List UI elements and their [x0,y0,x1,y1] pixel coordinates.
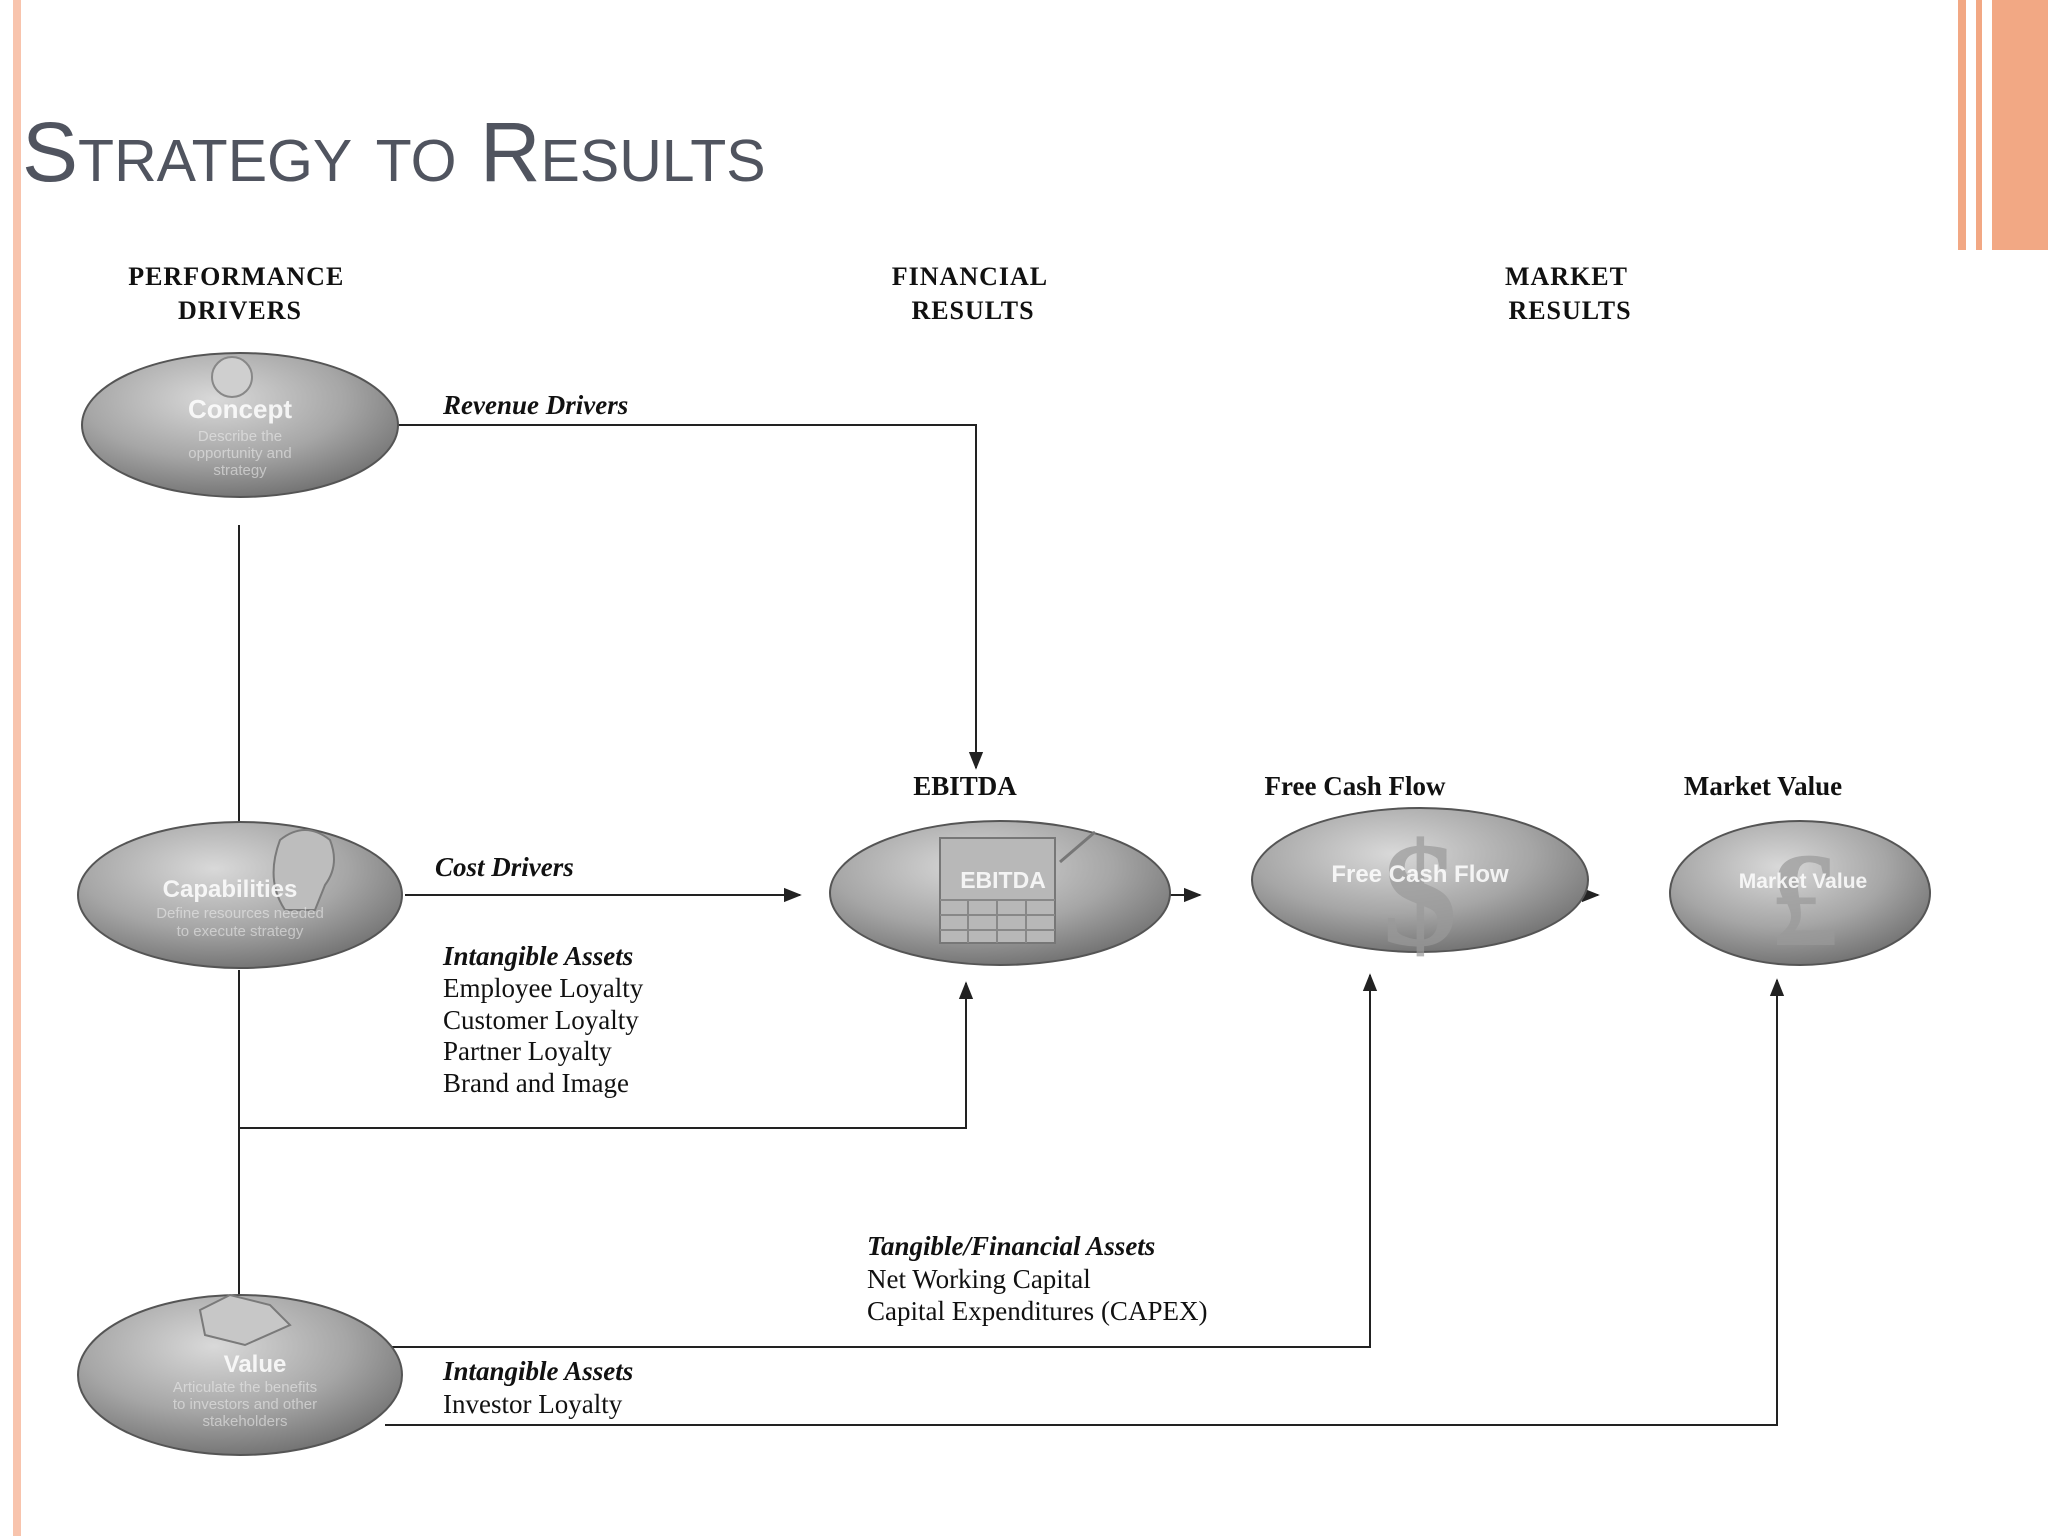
market-value-label: Market Value [1684,771,1842,801]
column-header-performance-drivers: PERFORMANCE DRIVERS [128,262,352,325]
intangible-assets-list-1: Intangible Assets Employee Loyalty Custo… [442,941,644,1098]
market-value-oval-text: Market Value [1739,870,1867,893]
free-cash-flow-oval: $ Free Cash Flow [1251,807,1589,978]
left-accent-border [13,0,21,1536]
capabilities-oval-line-1: Define resources needed [156,905,324,922]
concept-oval-line-3: strategy [213,462,267,479]
column-header-market-results: MARKET RESULTS [1505,262,1635,325]
tangible-financial-assets-list: Tangible/Financial Assets Net Working Ca… [867,1231,1207,1326]
capabilities-oval-line-2: to execute strategy [177,923,304,940]
intangible-assets-market-value-arrow [385,978,1785,1426]
slide-title: Strategy to Results [22,105,766,199]
value-oval-line-2: to investors and other [173,1396,317,1413]
intangible-assets-list-2: Intangible Assets Investor Loyalty [442,1356,633,1419]
calculator-icon [939,830,1096,944]
free-cash-flow-label: Free Cash Flow [1265,771,1446,801]
concept-oval-title: Concept [188,394,292,424]
concept-oval-line-2: opportunity and [188,445,291,462]
intangible-assets-heading: Intangible Assets [442,941,633,971]
ebitda-oval: EBITDA [829,820,1171,966]
cost-drivers-label: Cost Drivers [435,852,574,882]
right-accent-stripes [1958,0,2048,250]
intangible-assets-item: Investor Loyalty [443,1389,623,1419]
revenue-drivers-arrow [395,424,984,770]
intangible-assets-item: Partner Loyalty [443,1036,612,1066]
lightbulb-icon [211,356,253,398]
capabilities-oval: Capabilities Define resources needed to … [77,821,403,969]
capabilities-oval-title: Capabilities [163,876,298,903]
tangible-financial-assets-item: Capital Expenditures (CAPEX) [867,1296,1207,1326]
revenue-drivers-label: Revenue Drivers [442,390,628,420]
head-gears-icon [272,829,335,911]
pound-sign-icon: £ [1771,826,1839,975]
ebitda-label: EBITDA [913,771,1017,801]
free-cash-flow-oval-text: Free Cash Flow [1331,861,1509,888]
tangible-assets-fcf-arrow [385,973,1378,1348]
tangible-financial-assets-item: Net Working Capital [867,1264,1091,1294]
ebitda-oval-text: EBITDA [960,867,1046,893]
intangible-assets-item: Brand and Image [443,1068,629,1098]
column-header-financial-results: FINANCIAL RESULTS [892,262,1054,325]
value-oval-line-1: Articulate the benefits [173,1379,317,1396]
intangible-assets-item: Customer Loyalty [443,1005,639,1035]
value-oval-line-3: stakeholders [202,1413,287,1430]
intangible-assets-heading: Intangible Assets [442,1356,633,1386]
tangible-financial-assets-heading: Tangible/Financial Assets [867,1231,1155,1261]
handshake-icon [198,1293,292,1347]
value-oval: Value Articulate the benefits to investo… [77,1293,403,1456]
concept-oval-line-1: Describe the [198,428,282,445]
value-oval-title: Value [224,1351,287,1378]
market-value-oval: £ Market Value [1669,820,1931,975]
intangible-assets-item: Employee Loyalty [443,973,644,1003]
intangible-assets-ebitda-arrow [239,981,974,1129]
concept-oval: Concept Describe the opportunity and str… [81,352,399,498]
dollar-sign-icon: $ [1383,812,1458,978]
